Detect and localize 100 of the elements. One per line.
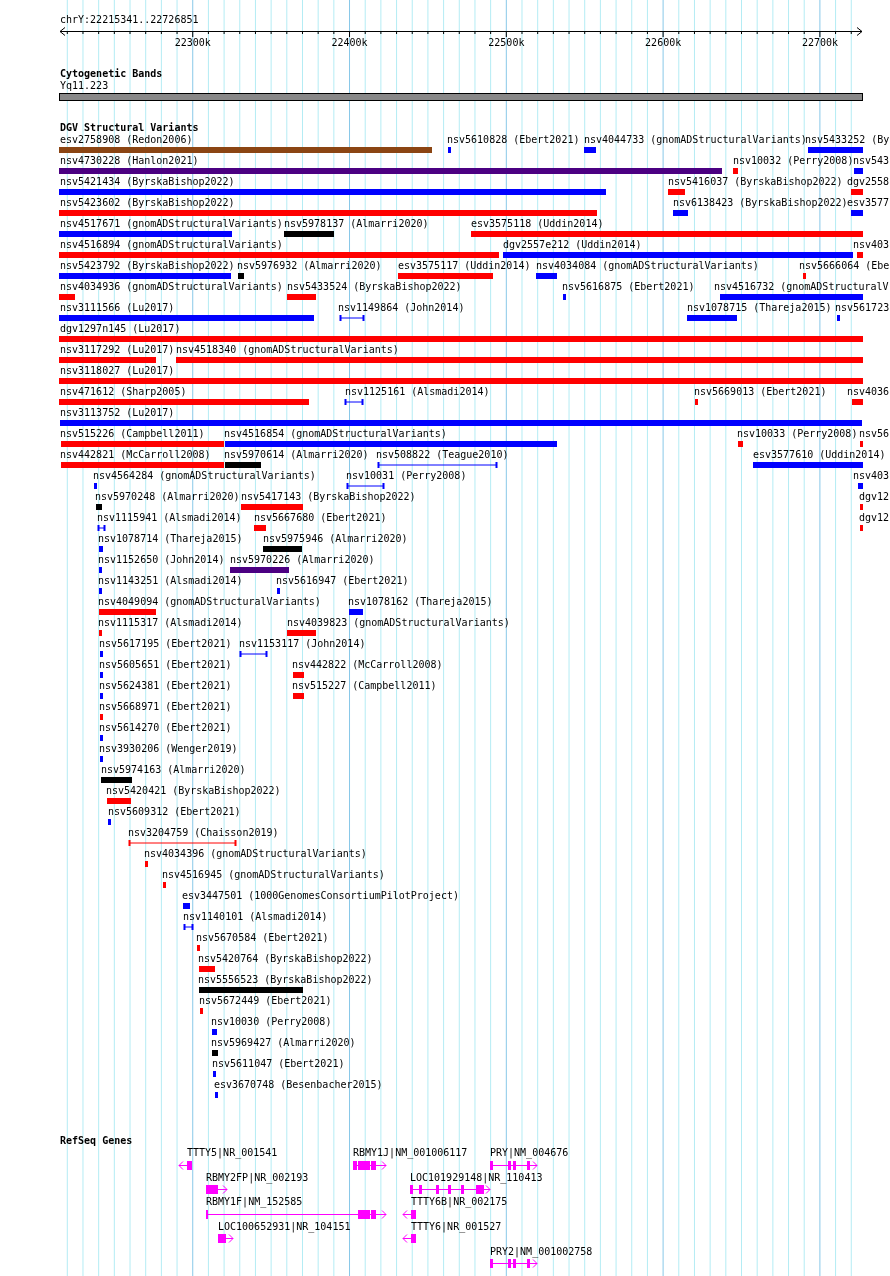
tick-label: 22500k <box>488 37 525 48</box>
tick-label: 22300k <box>174 37 211 48</box>
variant-label: nsv5417143 (ByrskaBishop2022) <box>241 491 416 502</box>
variant-label: nsv4036 <box>847 386 890 397</box>
variant-label: nsv3111566 (Lu2017) <box>60 302 175 313</box>
variant-label: nsv5614270 (Ebert2021) <box>99 722 232 733</box>
variant-label: nsv1115317 (Alsmadi2014) <box>98 617 243 628</box>
variant-label: nsv471612 (Sharp2005) <box>60 386 187 397</box>
variant-label: nsv4516854 (gnomADStructuralVariants) <box>224 428 447 439</box>
variant-label: nsv5611047 (Ebert2021) <box>212 1058 345 1069</box>
variant-label: nsv3117292 (Lu2017) <box>60 344 175 355</box>
variant-label: nsv5976932 (Almarri2020) <box>237 260 382 271</box>
gene-label: TTTY6|NR_001527 <box>411 1221 502 1232</box>
band-label: Yq11.223 <box>60 80 109 91</box>
variant-label: nsv1149864 (John2014) <box>338 302 465 313</box>
variant-label: nsv5420764 (ByrskaBishop2022) <box>198 953 373 964</box>
variant-label: nsv4049094 (gnomADStructuralVariants) <box>98 596 321 607</box>
gene-label: RBMY2FP|NR_002193 <box>206 1172 309 1183</box>
variant-label: nsv56 <box>859 428 890 439</box>
variant-label: nsv5609312 (Ebert2021) <box>108 806 241 817</box>
variant-label: nsv1143251 (Alsmadi2014) <box>98 575 243 586</box>
variant-label: nsv4516894 (gnomADStructuralVariants) <box>60 239 283 250</box>
variant-label: nsv4039823 (gnomADStructuralVariants) <box>287 617 510 628</box>
gene-label: PRY|NM_004676 <box>490 1147 569 1158</box>
variant-label: nsv4730228 (Hanlon2021) <box>60 155 199 166</box>
variant-label: nsv10032 (Perry2008) <box>733 155 854 166</box>
gene-label: LOC100652931|NR_104151 <box>218 1221 351 1232</box>
variant-label: nsv442822 (McCarroll2008) <box>292 659 443 670</box>
variant-label: esv3577610 (Uddin2014) <box>753 449 886 460</box>
variant-label: nsv10031 (Perry2008) <box>346 470 467 481</box>
variant-label: nsv3118027 (Lu2017) <box>60 365 175 376</box>
variant-label: nsv3204759 (Chaisson2019) <box>128 827 279 838</box>
variant-label: nsv3113752 (Lu2017) <box>60 407 175 418</box>
variant-label: dgv12 <box>859 491 890 502</box>
variant-label: nsv1140101 (Alsmadi2014) <box>183 911 328 922</box>
tick-label: 22700k <box>801 37 838 48</box>
variant-label: nsv543 <box>853 155 890 166</box>
variant-label: nsv5421434 (ByrskaBishop2022) <box>60 176 235 187</box>
variant-label: nsv5669013 (Ebert2021) <box>694 386 827 397</box>
variant-label: nsv5433524 (ByrskaBishop2022) <box>287 281 462 292</box>
variant-label: nsv5556523 (ByrskaBishop2022) <box>198 974 373 985</box>
variant-label: nsv442821 (McCarroll2008) <box>60 449 211 460</box>
variant-label: nsv5975946 (Almarri2020) <box>263 533 408 544</box>
variant-label: dgv1297n145 (Lu2017) <box>60 323 181 334</box>
variant-label: esv3447501 (1000GenomesConsortiumPilotProject) <box>182 890 459 901</box>
variant-label: nsv4564284 (gnomADStructuralVariants) <box>93 470 316 481</box>
variant-label: nsv4034084 (gnomADStructuralVariants) <box>536 260 759 271</box>
variant-label: dgv12 <box>859 512 890 523</box>
variant-label: nsv5420421 (ByrskaBishop2022) <box>106 785 281 796</box>
variant-label: dgv2558 <box>847 176 890 187</box>
variant-label: nsv5978137 (Almarri2020) <box>284 218 429 229</box>
gene-label: PRY2|NM_001002758 <box>490 1246 593 1257</box>
variant-label: nsv5667680 (Ebert2021) <box>254 512 387 523</box>
variant-label: nsv5616947 (Ebert2021) <box>276 575 409 586</box>
variant-label: nsv5416037 (ByrskaBishop2022) <box>668 176 843 187</box>
gene-label: RBMY1J|NM_001006117 <box>353 1147 468 1158</box>
variant-label: esv3575118 (Uddin2014) <box>471 218 604 229</box>
variant-label: dgv2557e212 (Uddin2014) <box>503 239 642 250</box>
variant-label: nsv515227 (Campbell2011) <box>292 680 437 691</box>
variant-label: nsv515226 (Campbell2011) <box>60 428 205 439</box>
variant-label: nsv4516732 (gnomADStructuralV <box>714 281 889 292</box>
variant-label: nsv5668971 (Ebert2021) <box>99 701 232 712</box>
variant-label: nsv4034936 (gnomADStructuralVariants) <box>60 281 283 292</box>
variant-label: nsv4517671 (gnomADStructuralVariants) <box>60 218 283 229</box>
variant-label: nsv5970248 (Almarri2020) <box>95 491 240 502</box>
tick-label: 22400k <box>331 37 368 48</box>
variant-label: nsv1078162 (Thareja2015) <box>348 596 493 607</box>
variant-label: nsv5423602 (ByrskaBishop2022) <box>60 197 235 208</box>
track-title: RefSeq Genes <box>60 1135 133 1146</box>
variant-label: nsv5974163 (Almarri2020) <box>101 764 246 775</box>
variant-label: nsv10030 (Perry2008) <box>211 1016 332 1027</box>
variant-label: nsv5970226 (Almarri2020) <box>230 554 375 565</box>
variant-label: nsv1078714 (Thareja2015) <box>98 533 243 544</box>
variant-label: nsv5670584 (Ebert2021) <box>196 932 329 943</box>
variant-label: esv3575117 (Uddin2014) <box>398 260 531 271</box>
variant-label: nsv1078715 (Thareja2015) <box>687 302 832 313</box>
variant-label: nsv4518340 (gnomADStructuralVariants) <box>176 344 399 355</box>
track-title: DGV Structural Variants <box>60 122 199 133</box>
variant-label: nsv5610828 (Ebert2021) <box>447 134 580 145</box>
variant-label: nsv5666064 (Ebe <box>799 260 890 271</box>
variant-label: esv3577 <box>847 197 890 208</box>
track-title: Cytogenetic Bands <box>60 68 163 79</box>
variant-label: nsv4044733 (gnomADStructuralVariants) <box>584 134 807 145</box>
variant-label: nsv5605651 (Ebert2021) <box>99 659 232 670</box>
gene-label: LOC101929148|NR_110413 <box>410 1172 543 1183</box>
variant-label: nsv1152650 (John2014) <box>98 554 225 565</box>
variant-label: nsv5672449 (Ebert2021) <box>199 995 332 1006</box>
variant-label: nsv561723 <box>835 302 890 313</box>
variant-label: nsv5970614 (Almarri2020) <box>224 449 369 460</box>
gene-label: TTTY5|NR_001541 <box>187 1147 278 1158</box>
coordinate-range: chrY:22215341..22726851 <box>60 14 199 25</box>
variant-label: esv2758908 (Redon2006) <box>60 134 193 145</box>
variant-label: nsv508822 (Teague2010) <box>376 449 509 460</box>
variant-label: nsv1115941 (Alsmadi2014) <box>97 512 242 523</box>
variant-label: nsv4516945 (gnomADStructuralVariants) <box>162 869 385 880</box>
gene-label: TTTY6B|NR_002175 <box>411 1196 508 1207</box>
variant-label: nsv5616875 (Ebert2021) <box>562 281 695 292</box>
variant-label: nsv403 <box>853 239 890 250</box>
variant-label: nsv6138423 (ByrskaBishop2022) <box>673 197 848 208</box>
variant-label: nsv10033 (Perry2008) <box>737 428 858 439</box>
